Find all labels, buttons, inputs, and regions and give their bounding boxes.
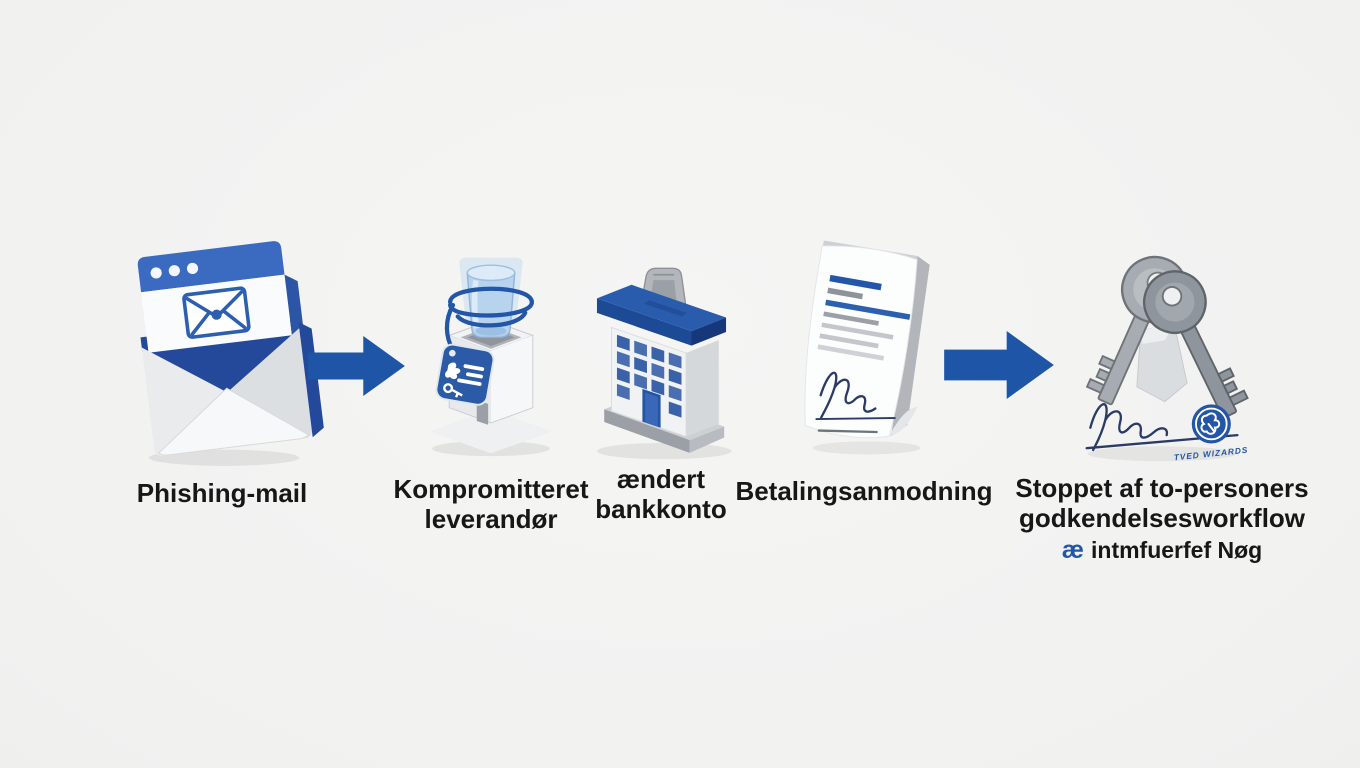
- subline-text: intmfuerfef Nøg: [1091, 537, 1263, 563]
- signed-document-icon: [804, 240, 930, 455]
- mail-glyph-icon: [182, 286, 251, 339]
- step-label-stoppet: Stoppet af to-personers godkendelseswork…: [1015, 473, 1308, 533]
- step-label-bankkonto: ændert bankkonto: [595, 464, 726, 524]
- step-label-phishing-mail: Phishing-mail: [136, 478, 308, 508]
- bank-building-icon: [596, 267, 731, 460]
- label-line-1: Stoppet af to-personers: [1015, 473, 1309, 503]
- flow-arrow-1: [308, 336, 405, 396]
- flow-arrow-2: [944, 331, 1054, 399]
- approval-seal: TVED WIZARDS: [1173, 404, 1249, 462]
- paper-wedge: [1136, 322, 1188, 403]
- document-text-lines: [817, 274, 911, 361]
- two-keys-icon: TVED WIZARDS: [1085, 255, 1249, 462]
- step-phishing-mail: Phishing-mail: [62, 238, 382, 508]
- label-line-1: Kompromitteret: [393, 474, 589, 504]
- window-grid: [616, 334, 681, 428]
- label-line-2: godkendelsesworkflow: [1018, 503, 1306, 533]
- label-line-2: leverandør: [424, 504, 558, 534]
- signature: [815, 371, 896, 434]
- step-stoppet-af-workflow: TVED WIZARDS Stoppet af to-personers god…: [1012, 236, 1312, 564]
- water-cooler-vendor-icon: [429, 257, 553, 457]
- email-in-browser-icon: [137, 241, 324, 466]
- step-label-betalingsanmodning: Betalingsanmodning: [735, 476, 993, 506]
- step-subline-stoppet: æ intmfuerfef Nøg: [1062, 537, 1262, 564]
- subline-ae-prefix: æ: [1061, 536, 1084, 564]
- step-label-kompromitteret: Kompromitteret leverandør: [393, 474, 588, 534]
- label-line-2: bankkonto: [595, 494, 727, 524]
- blue-tag-panel: [435, 343, 495, 406]
- key-right: [1143, 270, 1249, 419]
- label-line-1: ændert: [616, 464, 706, 494]
- step-betalingsanmodning: Betalingsanmodning: [734, 236, 994, 506]
- step-aendret-bankkonto: ændert bankkonto: [561, 262, 761, 524]
- step-kompromitteret-leverandoer: Kompromitteret leverandør: [361, 250, 621, 534]
